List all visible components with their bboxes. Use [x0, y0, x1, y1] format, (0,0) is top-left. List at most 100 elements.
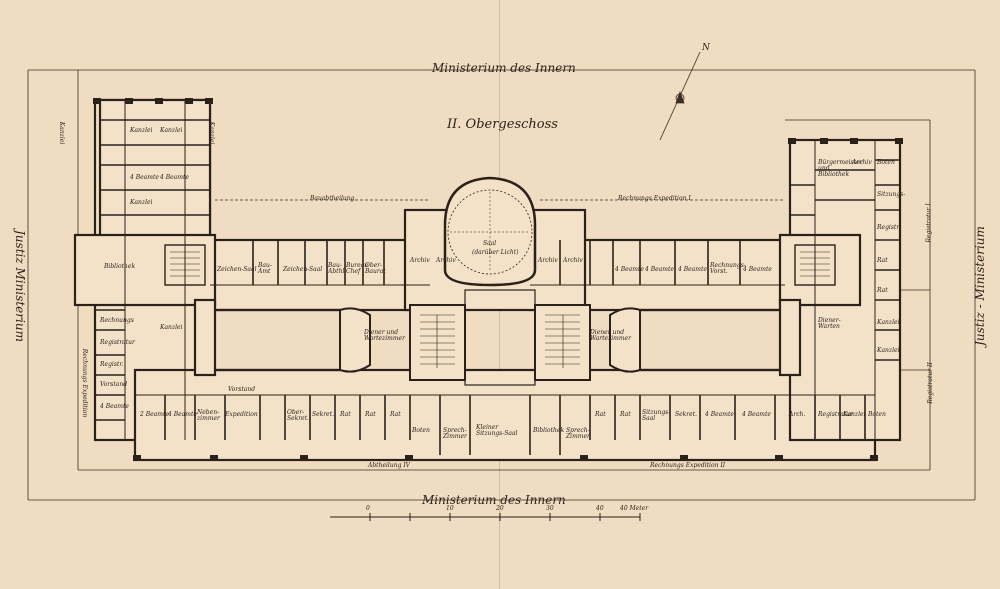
room-kleiner-saal: Kleiner Sitzungs-Saal: [476, 424, 518, 437]
room-kanzlei-r2: Kanzlei: [877, 347, 900, 354]
scale-bar: [330, 513, 641, 521]
scale-tick-0: 0: [366, 505, 370, 512]
room-saal-b: Saal: [309, 266, 323, 273]
room-beamte-l3: 4 Beamte: [100, 403, 129, 410]
north-arrow-icon: [659, 51, 701, 141]
label-abtheilung-iv: Abtheilung IV: [368, 462, 411, 469]
room-archiv-c: Archiv: [538, 257, 558, 264]
room-kanzlei-l3: Kanzlei: [130, 199, 153, 206]
label-rechnungs-expedition-left: Rechnungs Expedition: [81, 348, 89, 418]
label-left: Justiz Ministerium: [13, 230, 27, 342]
room-rat-2: Rat: [365, 411, 376, 418]
room-kanzlei: Kanzlei: [843, 411, 866, 418]
room-archiv-b: Archiv: [436, 257, 456, 264]
room-bibliothek: Bibliothek: [104, 263, 136, 270]
room-beamte-6: 4 Beamte: [742, 411, 771, 418]
room-rechnungs-l: Rechnungs: [100, 317, 134, 324]
room-boten-r: Boten: [868, 411, 886, 418]
room-boten: Boten: [412, 427, 430, 434]
plan-title: II. Obergeschoss: [447, 117, 558, 132]
label-bauabtheilung: Bauabtheilung: [310, 195, 355, 202]
room-registratur: Registratur: [818, 411, 853, 418]
scale-tick-40: 40: [596, 505, 604, 512]
room-beamte-l4: 2 Beamte: [140, 411, 169, 418]
room-rat-r1: Rat: [877, 257, 888, 264]
room-sitzungs-saal-r: Sitzungs-Saal: [642, 409, 671, 422]
room-rat-5: Rat: [620, 411, 631, 418]
room-sekret-r: Sekret.: [675, 411, 698, 418]
saal-dome: [443, 176, 537, 287]
room-zeichensaal: Zeichen-Saal: [217, 266, 257, 273]
room-ober-sekret: Ober-Sekret.: [287, 409, 310, 422]
label-bottom: Ministerium des Innern: [422, 493, 566, 507]
label-rechnungs-expedition-1: Rechnungs Expedition I: [618, 195, 691, 202]
label-top: Ministerium des Innern: [432, 61, 576, 75]
room-kanzlei-l1: Kanzlei: [130, 127, 153, 134]
room-registratur-l: Registratur: [100, 339, 135, 346]
window-piers: [93, 98, 903, 461]
scale-tick-30: 30: [546, 505, 554, 512]
room-registr: Registr.: [877, 224, 901, 231]
room-walls: [164, 240, 866, 455]
room-ober-baurat: Ober-Baurat: [365, 262, 386, 275]
scale-tick-20: 20: [496, 505, 504, 512]
room-beamte-4: 4 Beamte: [743, 266, 772, 273]
room-sprechzimmer-r: Sprech-Zimmer: [566, 427, 590, 440]
room-diener-w: Diener-Warten: [818, 317, 841, 330]
side-staircases: [164, 244, 836, 286]
room-beamte-3: 4 Beamte: [678, 266, 707, 273]
label-kanzlei-left: Kanzlei: [58, 121, 66, 145]
courtyard-walls: [215, 308, 780, 372]
room-beamte-2: 4 Beamte: [645, 266, 674, 273]
room-expedition: Expedition: [225, 411, 258, 418]
label-registratur-1: Registratur I: [925, 203, 933, 243]
room-rat-1: Rat: [340, 411, 351, 418]
room-nebenzimmer: Neben-zimmer: [197, 409, 220, 422]
room-rat-4: Rat: [595, 411, 606, 418]
scale-label: 40 Meter: [620, 505, 649, 512]
room-beamte-5: 4 Beamte: [705, 411, 734, 418]
label-rechnungs-expedition-2: Rechnungs Expedition II: [650, 462, 726, 469]
room-saal: Saal: [483, 240, 497, 247]
label-kanzlei-right: Kanzlei: [208, 121, 216, 145]
room-kanzlei-r: Kanzlei: [877, 319, 900, 326]
label-right: Justiz - Ministerium: [973, 226, 987, 346]
room-diener-right: Diener und Wartezimmer: [590, 329, 631, 342]
room-sitzungs: Sitzungs-: [877, 191, 906, 198]
room-bibliothek-r: Bibliothek: [533, 427, 565, 434]
bay-towers: [339, 307, 641, 373]
room-bauamt: Bau-Amt: [258, 262, 272, 275]
wing-walls: [95, 119, 900, 421]
room-vorstand-l: Vorstand: [100, 381, 128, 388]
room-archiv-a: Archiv: [410, 257, 430, 264]
room-boten-r2: Boten: [877, 159, 895, 166]
room-beamte-l5: 4 Beamte: [168, 411, 197, 418]
room-registr-l: Registr.: [100, 361, 124, 368]
label-registratur-2: Registratur II: [926, 362, 934, 404]
room-bau-abthl: Bau-Abthl.: [328, 262, 347, 275]
room-archiv-r: Archiv: [852, 159, 872, 166]
room-saal-note: (darüber Licht): [472, 249, 519, 256]
room-kanzlei-l2: Kanzlei: [160, 127, 183, 134]
room-sprechzimmer: Sprech-Zimmer: [443, 427, 467, 440]
corridor-lines: [124, 100, 876, 440]
room-beamte-l2: 4 Beamte: [160, 174, 189, 181]
room-rat-3: Rat: [390, 411, 401, 418]
room-archiv-d: Archiv: [563, 257, 583, 264]
north-arrow-label: N: [702, 43, 710, 53]
room-beamte-1: 4 Beamte: [615, 266, 644, 273]
room-zeichen: Zeichen-: [283, 266, 310, 273]
room-vorstand: Vorstand: [228, 386, 256, 393]
room-diener-left: Diener und Wartezimmer: [364, 329, 405, 342]
room-buergermeister: Bürgermeister und Bibliothek: [818, 159, 863, 178]
room-arch: Arch.: [789, 411, 806, 418]
room-sekret: Sekret.: [312, 411, 335, 418]
room-kanzlei-l4: Kanzlei: [160, 324, 183, 331]
central-staircases: [409, 289, 591, 386]
room-bureau-chef: Bureau Chef: [346, 262, 369, 275]
room-beamte-l1: 4 Beamte: [130, 174, 159, 181]
room-rat-r2: Rat: [877, 287, 888, 294]
room-rechnungs-vorst: Rechnungs-Vorst.: [710, 262, 746, 275]
